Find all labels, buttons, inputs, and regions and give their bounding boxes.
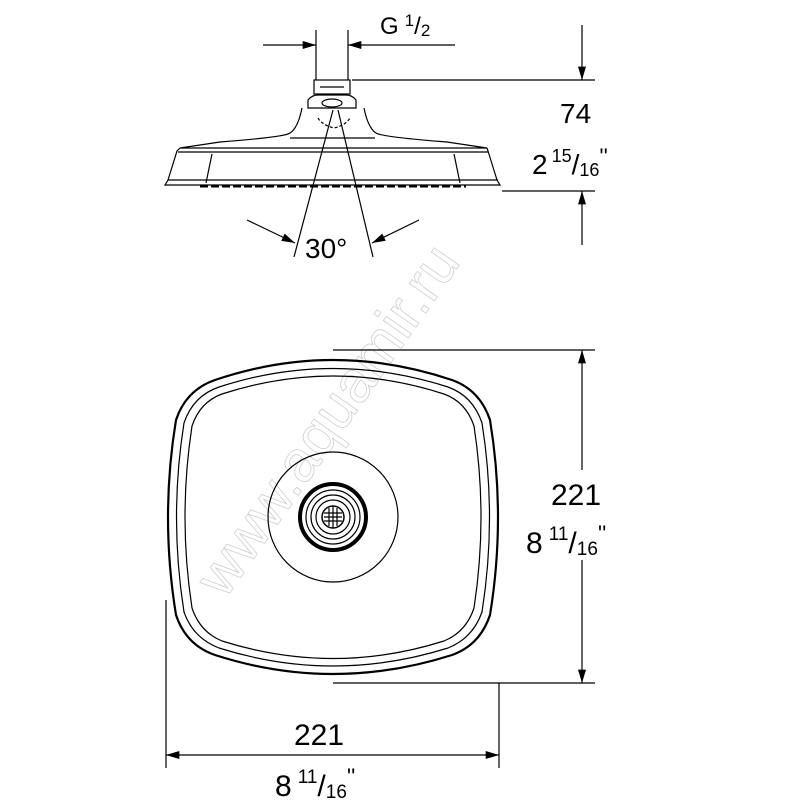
spray-angle-label: 30°: [305, 233, 347, 264]
shower-plate-outline: [166, 358, 500, 676]
height-mm-label: 74: [560, 98, 591, 129]
collar: [307, 94, 357, 109]
watermark: www.aquamir.ru: [182, 232, 472, 608]
connector-nut: [313, 79, 351, 95]
shower-body: [179, 107, 488, 149]
depth-mm-label: 221: [551, 479, 601, 512]
center-disc: [267, 451, 399, 583]
width-mm-label: 221: [294, 719, 344, 752]
connector-ring: [298, 482, 368, 552]
